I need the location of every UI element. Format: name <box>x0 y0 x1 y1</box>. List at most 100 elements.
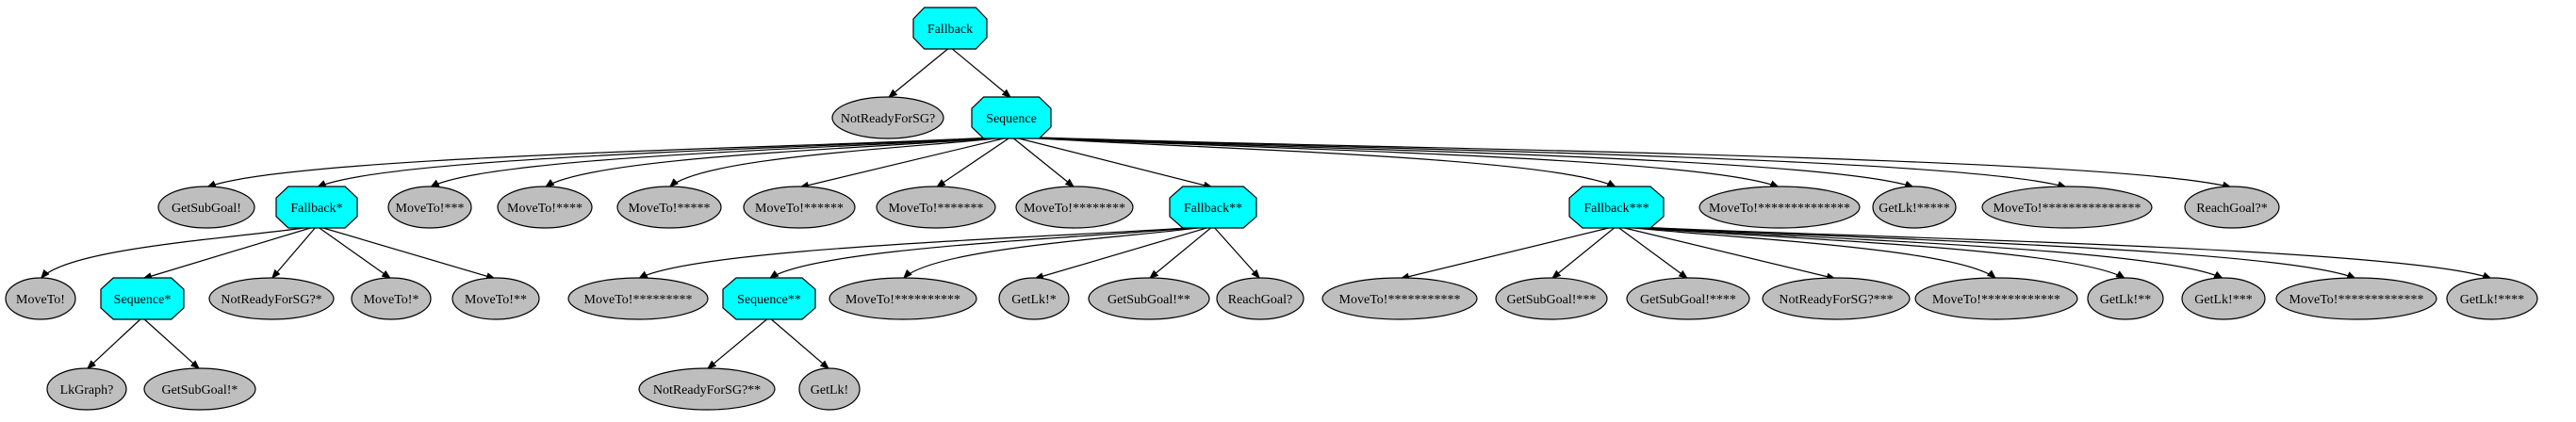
node-moveto-8: MoveTo!******** <box>1015 186 1134 229</box>
node-label: NotReadyForSG?* <box>221 293 321 307</box>
edge-sequence-main-to-moveto-4 <box>544 136 1012 188</box>
node-moveto-1: MoveTo!* <box>351 277 432 320</box>
node-moveto-6: MoveTo!****** <box>743 186 856 229</box>
leaf-node-shape <box>143 367 256 411</box>
node-label: Fallback <box>927 23 973 37</box>
node-moveto-10: MoveTo!********** <box>829 277 977 320</box>
node-label: GetLk!* <box>1011 293 1056 307</box>
leaf-node-shape <box>638 367 776 411</box>
leaf-node-shape <box>497 186 593 229</box>
node-label: GetLk!** <box>2100 293 2151 307</box>
leaf-node-shape <box>1321 277 1478 320</box>
leaf-node-shape <box>2275 277 2437 320</box>
node-label: MoveTo!** <box>465 293 527 307</box>
edge-fallback-root-to-sequence-main <box>949 46 1012 99</box>
edge-fallback-3-to-getlk-2 <box>1616 225 2126 280</box>
node-getlk-5: GetLk!***** <box>1872 186 1957 229</box>
leaf-node-shape <box>831 96 944 139</box>
composite-node-shape <box>722 277 816 320</box>
edge-sequence-1-to-lk-graph <box>86 316 143 370</box>
edges-layer <box>40 46 2493 370</box>
node-getlk-3: GetLk!*** <box>2181 277 2266 320</box>
node-moveto-14: MoveTo!************** <box>1698 186 1861 229</box>
node-moveto-5: MoveTo!***** <box>616 186 722 229</box>
node-label: MoveTo! <box>16 293 65 307</box>
edge-fallback-3-to-moveto-12 <box>1616 225 1997 280</box>
composite-node-shape <box>1169 186 1257 229</box>
edge-sequence-main-to-moveto-15 <box>1010 136 2068 188</box>
leaf-node-shape <box>1872 186 1957 229</box>
node-label: GetLk!*** <box>2194 293 2252 307</box>
node-reach-goal: ReachGoal? <box>1216 277 1304 320</box>
edge-sequence-main-to-fallback-1 <box>316 136 1012 188</box>
leaf-node-shape <box>2087 277 2164 320</box>
node-label: MoveTo!********* <box>584 293 693 307</box>
node-moveto-13: MoveTo!************* <box>2275 277 2437 320</box>
node-label: GetSubGoal!*** <box>1507 293 1597 307</box>
node-moveto-9: MoveTo!********* <box>567 277 709 320</box>
composite-node-shape <box>275 186 358 229</box>
node-label: MoveTo!**** <box>507 202 582 216</box>
leaf-node-shape <box>2181 277 2266 320</box>
edge-fallback-3-to-getlk-4 <box>1616 225 2493 280</box>
edge-fallback-3-to-get-subgoal-3 <box>1551 225 1617 280</box>
node-getlk-0: GetLk! <box>798 367 861 411</box>
nodes-layer: FallbackNotReadyForSG?SequenceGetSubGoal… <box>5 7 2538 411</box>
edge-fallback-2-to-get-subgoal-2 <box>1148 225 1214 280</box>
edge-sequence-main-to-get-subgoal <box>205 136 1012 188</box>
leaf-node-shape <box>387 186 472 229</box>
node-get-subgoal: GetSubGoal! <box>157 186 255 229</box>
node-moveto-4: MoveTo!**** <box>497 186 593 229</box>
node-moveto-2: MoveTo!** <box>451 277 540 320</box>
node-sequence-2: Sequence** <box>722 277 816 320</box>
node-not-ready-sg: NotReadyForSG? <box>831 96 944 139</box>
node-get-subgoal-4: GetSubGoal!**** <box>1626 277 1750 320</box>
node-get-subgoal-1: GetSubGoal!* <box>143 367 256 411</box>
node-not-ready-sg-1: NotReadyForSG?* <box>208 277 335 320</box>
node-label: GetLk!**** <box>2460 293 2524 307</box>
composite-node-shape <box>100 277 185 320</box>
node-label: Sequence* <box>114 293 172 307</box>
node-not-ready-sg-2: NotReadyForSG?** <box>638 367 776 411</box>
edge-fallback-1-to-moveto-0 <box>40 225 318 280</box>
leaf-node-shape <box>1088 277 1210 320</box>
leaf-node-shape <box>1698 186 1861 229</box>
node-label: GetSubGoal! <box>172 202 241 216</box>
leaf-node-shape <box>1216 277 1304 320</box>
node-getlk-4: GetLk!**** <box>2446 277 2538 320</box>
node-fallback-2: Fallback** <box>1169 186 1257 229</box>
edge-fallback-3-to-moveto-11 <box>1399 225 1617 281</box>
edge-fallback-1-to-not-ready-sg-1 <box>271 225 318 280</box>
node-label: MoveTo!*********** <box>1339 293 1461 307</box>
node-label: GetLk!***** <box>1879 202 1949 216</box>
edge-fallback-2-to-getlk-1 <box>1033 225 1214 281</box>
leaf-node-shape <box>208 277 335 320</box>
node-label: Sequence** <box>737 293 801 307</box>
node-label: LkGraph? <box>60 383 114 398</box>
edge-fallback-2-to-reach-goal <box>1212 225 1261 280</box>
edge-fallback-root-to-not-ready-sg <box>887 46 951 99</box>
node-moveto-15: MoveTo!*************** <box>1981 186 2153 229</box>
leaf-node-shape <box>1981 186 2153 229</box>
edge-sequence-main-to-moveto-8 <box>1010 136 1075 188</box>
node-label: Fallback*** <box>1583 202 1649 216</box>
edge-fallback-1-to-moveto-1 <box>316 225 392 280</box>
edge-fallback-1-to-moveto-2 <box>316 225 497 281</box>
node-moveto-7: MoveTo!******* <box>876 186 996 229</box>
node-label: MoveTo!************ <box>1932 293 2060 307</box>
leaf-node-shape <box>1626 277 1750 320</box>
node-sequence-1: Sequence* <box>100 277 185 320</box>
leaf-node-shape <box>1914 277 2078 320</box>
leaf-node-shape <box>567 277 709 320</box>
node-label: GetSubGoal!** <box>1108 293 1190 307</box>
node-label: GetSubGoal!**** <box>1640 293 1736 307</box>
node-fallback-1: Fallback* <box>275 186 358 229</box>
node-label: GetSubGoal!* <box>162 383 238 398</box>
edge-fallback-3-to-getlk-3 <box>1616 225 2224 280</box>
edge-fallback-3-to-not-ready-sg-3 <box>1616 225 1837 281</box>
edge-fallback-3-to-get-subgoal-4 <box>1616 225 1689 280</box>
edge-fallback-2-to-moveto-10 <box>902 225 1214 280</box>
composite-node-shape <box>971 96 1052 139</box>
leaf-node-shape <box>798 367 861 411</box>
